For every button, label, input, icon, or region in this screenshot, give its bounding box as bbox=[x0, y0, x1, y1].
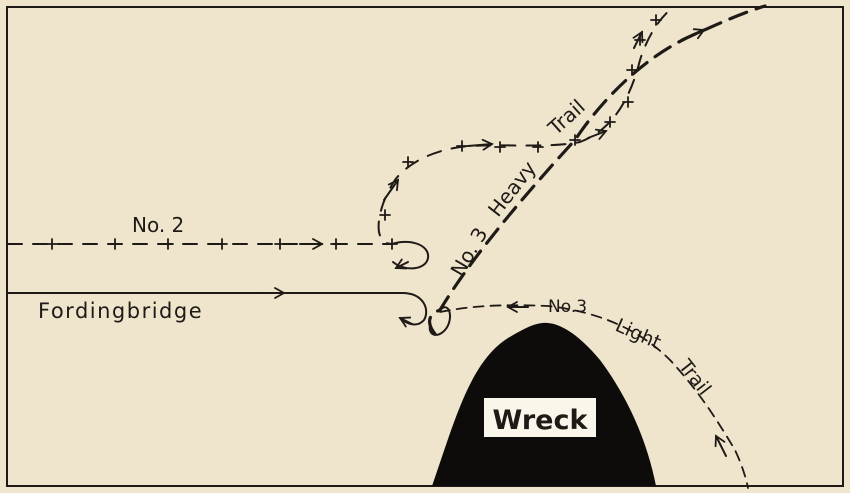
no2-arrow-4 bbox=[587, 128, 608, 140]
no2-cross-6 bbox=[330, 238, 342, 250]
no2-arrow-5 bbox=[632, 30, 644, 49]
no2-cross-1 bbox=[46, 238, 58, 250]
no2-trail-line bbox=[7, 7, 673, 245]
no2-cross-2 bbox=[109, 238, 121, 250]
no2-cross-11 bbox=[494, 141, 506, 153]
fordingbridge-label: Fordingbridge bbox=[38, 299, 203, 323]
no3-light-label-a: No.3 bbox=[548, 297, 587, 317]
no2-arrows bbox=[299, 30, 644, 270]
no2-cross-7 bbox=[386, 238, 398, 250]
fordingbridge-arrow-2 bbox=[398, 316, 413, 328]
no2-label: No. 2 bbox=[132, 213, 184, 237]
no2-cross-8 bbox=[379, 209, 391, 221]
wreck-label: Wreck bbox=[493, 405, 589, 436]
no3-heavy-arrow bbox=[680, 28, 706, 42]
no2-cross-15 bbox=[622, 96, 634, 108]
no3-heavy-loop bbox=[428, 306, 452, 336]
wreck-label-box bbox=[484, 398, 596, 437]
no2-arrow-3 bbox=[467, 138, 494, 151]
map-border bbox=[6, 6, 844, 487]
no2-cross-14 bbox=[604, 116, 616, 128]
no2-cross-10 bbox=[456, 140, 468, 152]
no2-cross-9 bbox=[402, 156, 414, 168]
no2-cross-13 bbox=[569, 134, 581, 146]
no2-cross-3 bbox=[162, 238, 174, 250]
no2-cross-12 bbox=[532, 141, 544, 153]
no2-arrow-2 bbox=[383, 178, 400, 201]
no3-light-arrow-2 bbox=[714, 434, 727, 457]
no2-arrow-6 bbox=[394, 258, 409, 270]
no2-cross-18 bbox=[650, 14, 662, 26]
no2-cross-4 bbox=[216, 238, 228, 250]
no3-light-trail-line bbox=[439, 304, 749, 489]
no2-cross-5 bbox=[274, 238, 286, 250]
